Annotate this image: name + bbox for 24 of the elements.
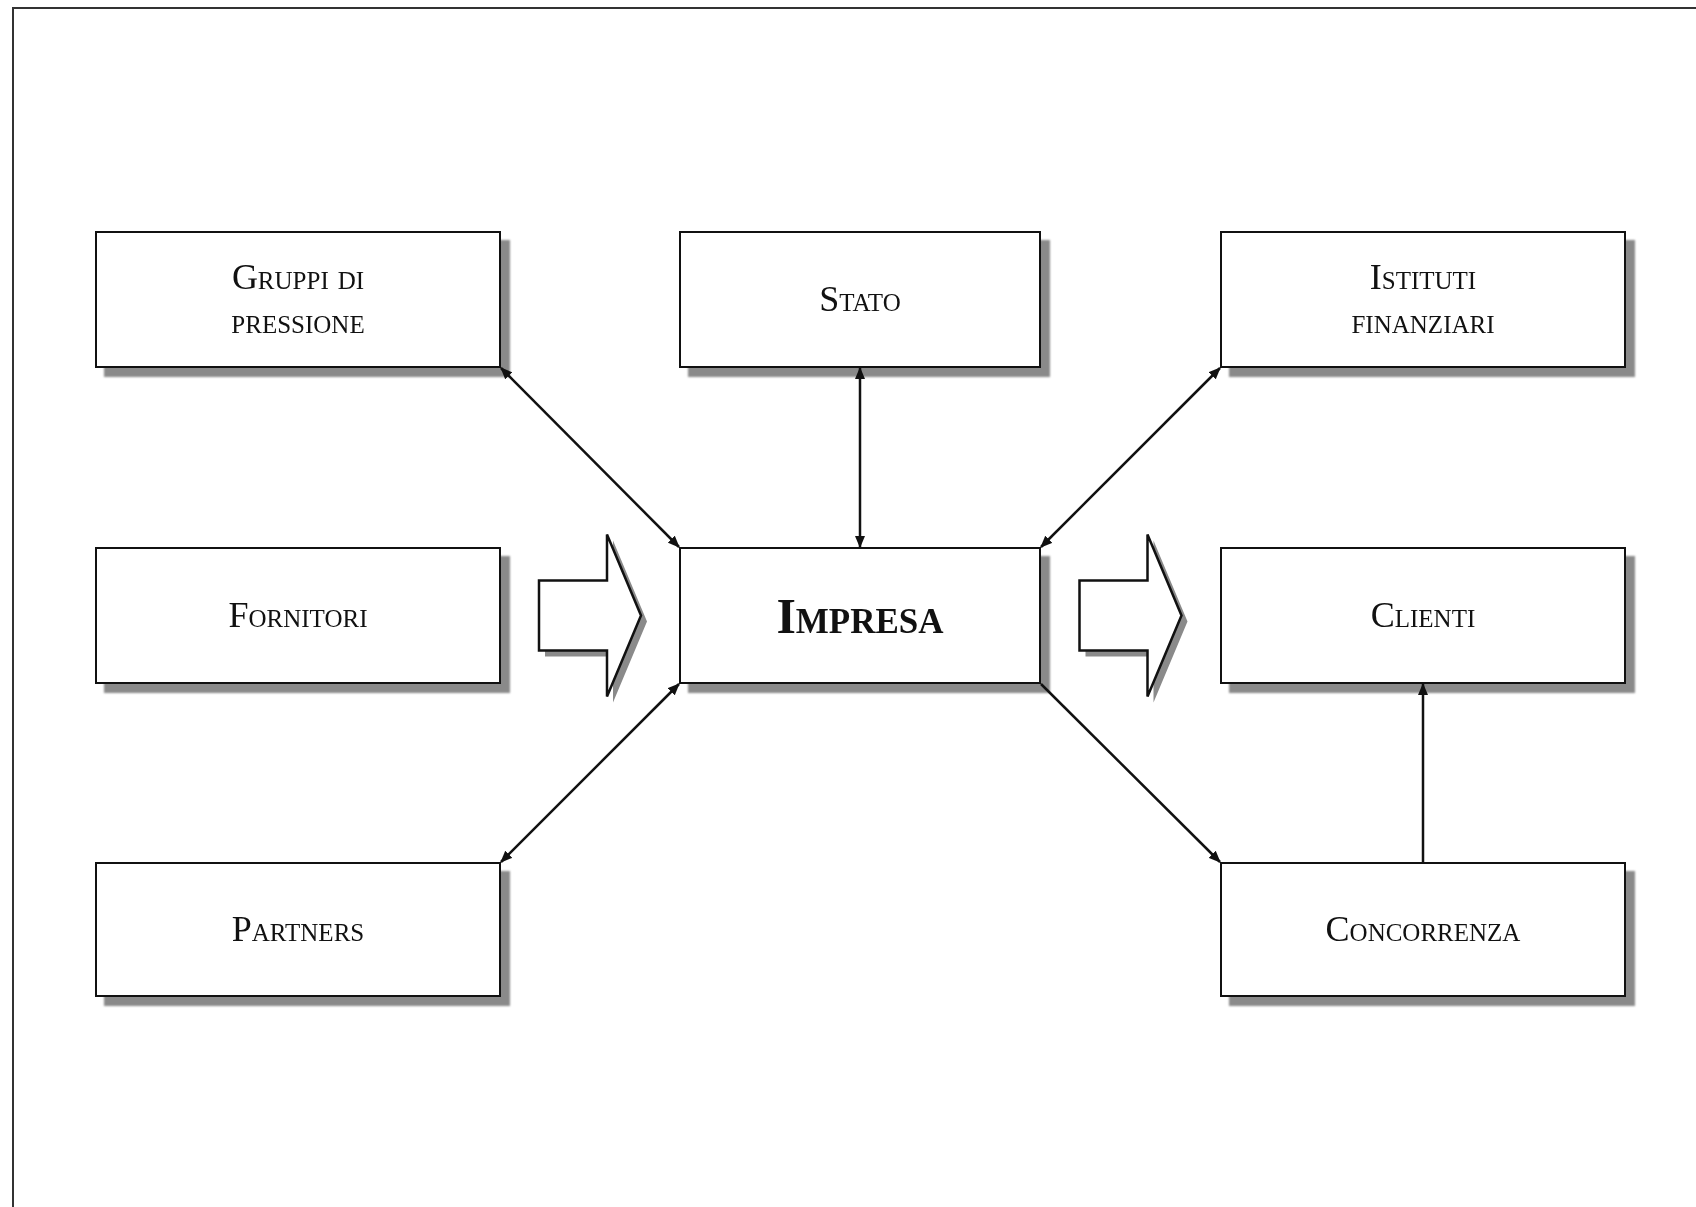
- box-label: Stato: [819, 277, 901, 321]
- stakeholder-box: [1220, 862, 1626, 997]
- box-label: Gruppi di pressione: [230, 256, 366, 343]
- arrow: [1418, 683, 1428, 862]
- arrow: [1040, 367, 1221, 548]
- stakeholder-box: [95, 547, 501, 684]
- arrow: [500, 367, 680, 548]
- box-label: Clienti: [1370, 593, 1476, 637]
- stakeholder-box: [1220, 547, 1626, 684]
- stakeholder-box: [95, 231, 501, 368]
- arrow: [855, 367, 865, 548]
- company-box: [679, 547, 1041, 684]
- box-label: Partners: [231, 907, 365, 951]
- block-arrow: [1078, 533, 1188, 703]
- block-arrow: [537, 533, 647, 703]
- box-label: Concorrenza: [1325, 907, 1521, 951]
- box-label: Istituti finanziari: [1350, 256, 1496, 343]
- arrow: [500, 683, 680, 863]
- box-label: Fornitori: [228, 593, 368, 637]
- arrow: [1040, 683, 1221, 863]
- stakeholder-box: [679, 231, 1041, 368]
- stakeholder-box: [95, 862, 501, 997]
- company-label: Impresa: [776, 586, 944, 646]
- stakeholder-box: [1220, 231, 1626, 368]
